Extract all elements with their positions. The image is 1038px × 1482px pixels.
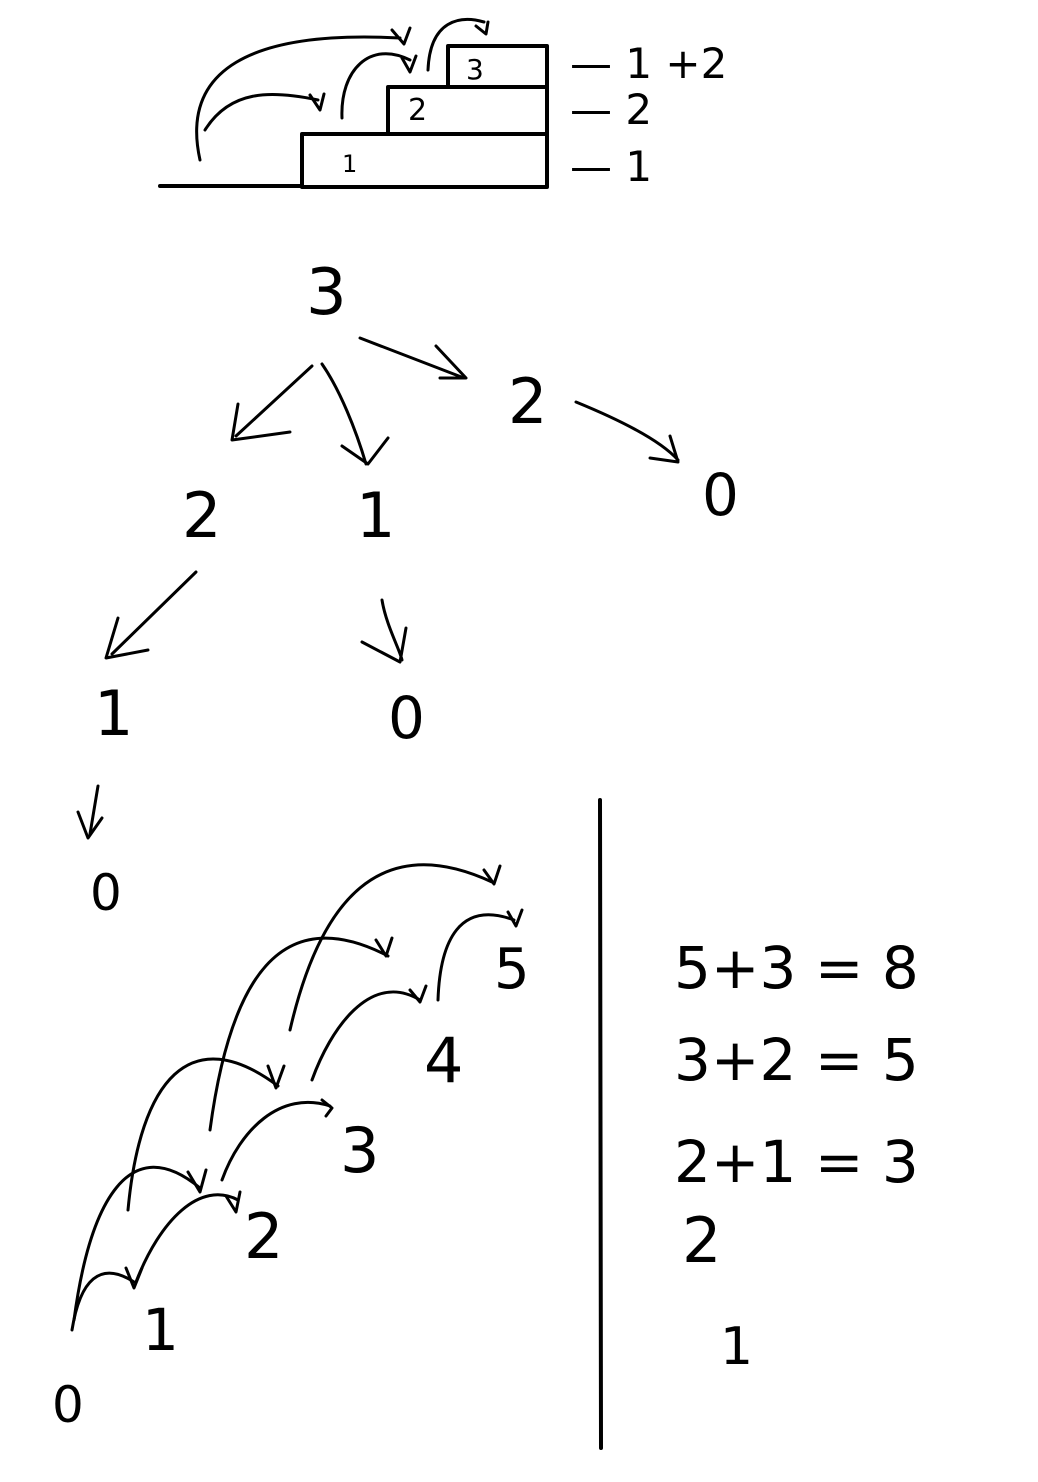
arrowhead xyxy=(374,936,394,958)
arrowhead xyxy=(76,810,104,840)
tree-node-right: 2 xyxy=(508,365,547,438)
chain-arc xyxy=(208,936,390,1132)
tree-root: 3 xyxy=(306,256,347,330)
chain-arc xyxy=(134,1193,240,1284)
chain-arc xyxy=(436,913,516,1002)
arrowhead xyxy=(390,26,412,46)
tree-edge xyxy=(320,362,368,466)
jump-arrow xyxy=(195,35,402,162)
arrowhead xyxy=(186,1168,208,1194)
step-3-box xyxy=(446,44,549,89)
tree-edge xyxy=(110,570,198,656)
chain-number-1: 1 xyxy=(142,1296,179,1364)
stairs-diagram: 1 2 3 — 1 — 2 — 1 +2 xyxy=(158,18,727,191)
step-1-box xyxy=(300,132,549,189)
tree-edge xyxy=(574,400,680,462)
jump-arrow xyxy=(426,18,486,72)
chain-arc xyxy=(126,1057,280,1212)
arrowhead xyxy=(474,20,490,36)
tree-node-leaf: 0 xyxy=(90,864,122,922)
step-1-label: 1 xyxy=(342,150,357,178)
equation-line-3: 2+1 = 3 xyxy=(674,1128,919,1196)
step-1-note: — 1 xyxy=(570,142,652,191)
step-2-label: 2 xyxy=(408,93,427,128)
fibonacci-chain: 0 1 2 3 4 5 xyxy=(52,863,530,1434)
arrowhead xyxy=(360,626,408,664)
recursion-tree: 3 2 1 2 1 0 0 0 xyxy=(76,256,739,922)
equation-line-5: 1 xyxy=(720,1317,753,1377)
arrowhead xyxy=(224,1190,242,1214)
chain-arc xyxy=(220,1100,332,1182)
chain-number-2: 2 xyxy=(244,1200,283,1273)
tree-node-left: 2 xyxy=(182,479,221,552)
arrowhead xyxy=(482,864,502,886)
arrowhead xyxy=(506,908,524,928)
tree-edge xyxy=(380,598,404,662)
chain-number-3: 3 xyxy=(340,1114,379,1187)
tree-node-middle: 1 xyxy=(356,479,395,552)
arrowhead xyxy=(400,54,418,74)
chain-number-4: 4 xyxy=(424,1024,463,1097)
step-3-note: — 1 +2 xyxy=(570,39,727,88)
arrowhead xyxy=(340,436,390,466)
chain-arc xyxy=(288,863,494,1032)
step-2-note: — 2 xyxy=(570,85,652,134)
equation-line-2: 3+2 = 5 xyxy=(674,1026,919,1094)
arrowhead xyxy=(266,1064,286,1090)
tree-edge xyxy=(234,364,314,438)
arrowhead xyxy=(104,616,150,660)
tree-node-left-child: 1 xyxy=(94,677,133,750)
jump-arrow xyxy=(203,92,320,132)
tree-edge xyxy=(88,784,100,836)
arrowhead xyxy=(434,344,468,380)
chain-arc xyxy=(72,1165,202,1322)
equation-line-1: 5+3 = 8 xyxy=(674,934,919,1002)
arrowhead xyxy=(308,92,326,112)
equations-column: 5+3 = 8 3+2 = 5 2+1 = 3 2 1 xyxy=(674,934,919,1377)
tree-node-right-child: 0 xyxy=(702,461,739,529)
equation-line-4: 2 xyxy=(682,1204,721,1277)
arrowhead xyxy=(230,402,292,442)
arrowhead xyxy=(320,1098,334,1118)
arrowhead xyxy=(648,434,680,464)
step-3-label: 3 xyxy=(466,53,484,86)
tree-node-middle-child: 0 xyxy=(388,684,425,752)
chain-arc xyxy=(310,990,422,1082)
chain-number-5: 5 xyxy=(494,937,530,1002)
chain-number-0: 0 xyxy=(52,1376,84,1434)
arrowhead xyxy=(408,984,428,1004)
vertical-divider xyxy=(598,798,603,1450)
tree-edge xyxy=(358,336,466,380)
jump-arrow xyxy=(340,52,412,120)
